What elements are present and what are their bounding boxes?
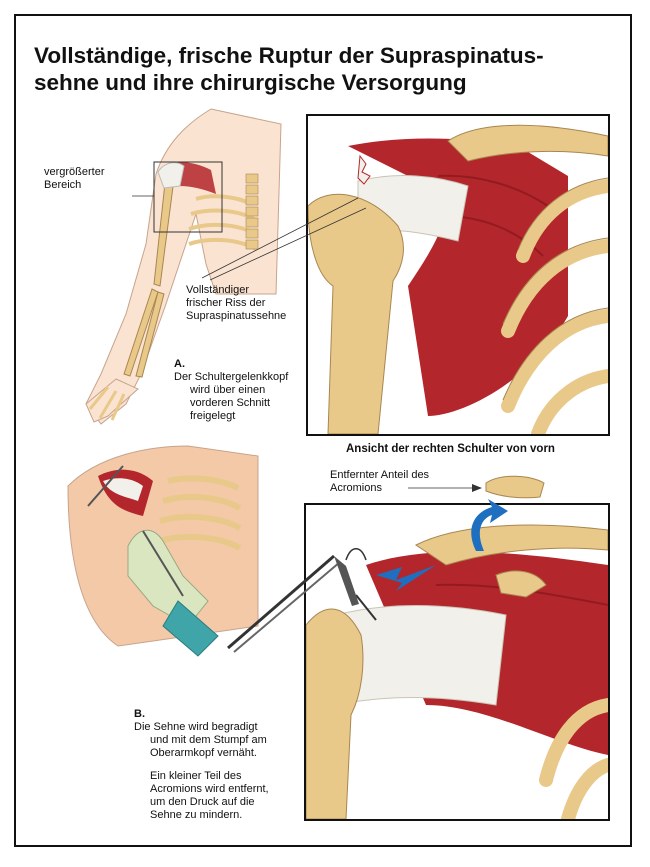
arm-overview-figure: [85, 108, 282, 425]
view-caption: Ansicht der rechten Schulter von vorn: [346, 443, 555, 455]
removed-acromion-fragment: [471, 475, 545, 551]
surgery-figure: [67, 445, 259, 657]
step-a-text: A.Der Schultergelenkkopf wird über einen…: [174, 358, 289, 422]
tear-leader-lines: [201, 197, 367, 281]
removed-acromion-label: Entfernter Anteil des Acromions: [330, 469, 430, 494]
step-b-text: B.Die Sehne wird begradigt und mit dem S…: [134, 708, 269, 821]
shoulder-detail-panel: [306, 114, 610, 436]
repair-detail-panel: [304, 503, 610, 821]
forceps-instrument: [227, 554, 359, 653]
page-title: Vollständige, frische Ruptur der Suprasp…: [34, 43, 544, 95]
removed-acromion-leader: [408, 484, 482, 492]
illustration-sheet: Vollständige, frische Ruptur der Suprasp…: [14, 14, 632, 847]
enlarged-area-label: vergrößerter Bereich: [44, 166, 105, 191]
tear-label: Vollständiger frischer Riss der Supraspi…: [186, 284, 287, 322]
